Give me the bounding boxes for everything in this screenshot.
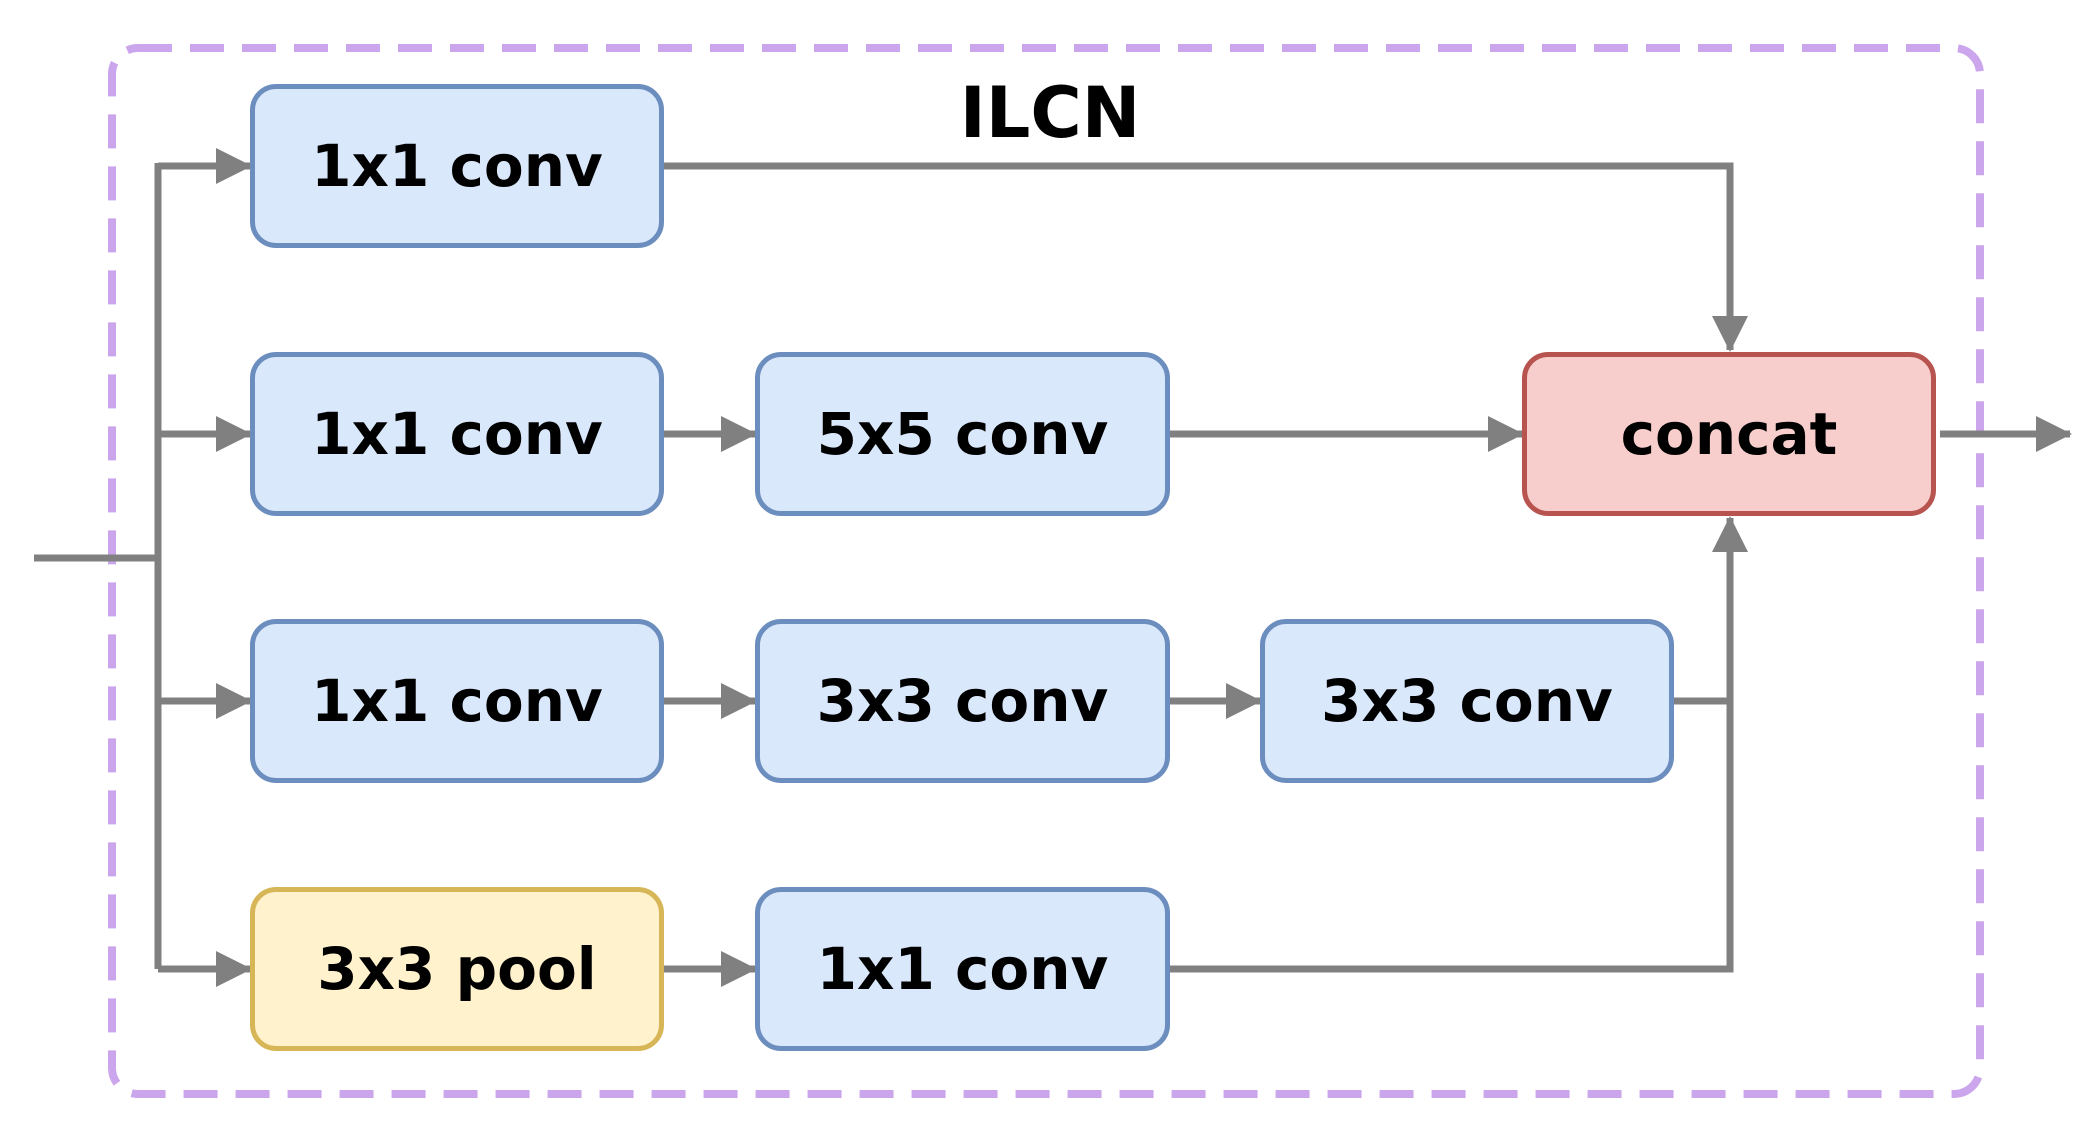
branch3-3x3-conv-node-a: 3x3 conv — [755, 619, 1170, 783]
branch4-to-concat — [1170, 516, 1748, 973]
branch2-1x1-conv-node: 1x1 conv — [250, 352, 664, 516]
concat-node: concat — [1522, 352, 1936, 516]
branch2-5x5-conv-node: 5x5 conv — [755, 352, 1170, 516]
branch4-1x1-conv-node: 1x1 conv — [755, 887, 1170, 1051]
branch3-3x3-conv-node-b: 3x3 conv — [1260, 619, 1674, 783]
branch1-to-concat — [664, 162, 1748, 352]
branch1-1x1-conv-node: 1x1 conv — [250, 84, 664, 248]
module-boundary — [108, 44, 1984, 1098]
branch4-3x3-pool-node: 3x3 pool — [250, 887, 664, 1051]
module-title: ILCN — [959, 72, 1141, 154]
branch3-1x1-conv-node: 1x1 conv — [250, 619, 664, 783]
